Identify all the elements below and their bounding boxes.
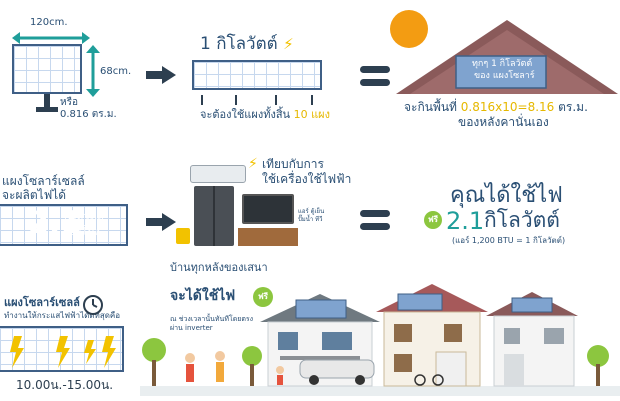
area-result-line2: ของหลังคานั่นเอง [458, 115, 549, 129]
or-label: หรือ [60, 97, 78, 108]
compare-line1: เทียบกับการ [262, 157, 324, 171]
kw-note-prefix: จะต้องใช้แผงทั้งสิ้น [200, 108, 291, 121]
arrow-right-icon [146, 66, 176, 88]
panel-title-line2: จะผลิตไฟได้ [2, 188, 67, 202]
area-result-value: 0.816x10=8.16 [460, 100, 555, 114]
houses-line3: ณ ช่วงเวลานั้นทันทีโดยตรง [170, 315, 254, 323]
kw-note: จะต้องใช้แผงทั้งสิ้น 10 แผง [200, 109, 330, 121]
result-value: 2.1 [446, 207, 485, 235]
water-pump-icon [176, 228, 190, 244]
arrow-right-icon [146, 213, 176, 235]
panel-title-line2: ทำงานให้กระแสไฟฟ้าได้ดีที่สุดคือ [4, 311, 121, 320]
clock-icon [82, 294, 104, 320]
panel-title-line1: แผงโซลาร์เซลล์ [2, 174, 85, 188]
result-title: คุณได้ใช้ไฟ [450, 183, 563, 208]
width-dimension-arrow [12, 29, 90, 44]
panel-title-line1: แผงโซลาร์เซลล์ [4, 296, 80, 309]
equals-icon [360, 210, 390, 230]
lightning-icon: ⚡ [283, 35, 294, 53]
panel-value: 2.1 [28, 206, 82, 241]
kw-note-count: 10 แผง [293, 108, 330, 121]
kw-title-text: 1 กิโลวัตต์ [200, 34, 278, 54]
free-badge: ฟรี [424, 211, 442, 229]
panel-unit-line2: /ชั่วโมง [64, 225, 100, 238]
refrigerator-icon [194, 186, 234, 246]
solar-panel-single [12, 44, 82, 94]
houses-line4: ผ่าน inverter [170, 324, 213, 332]
air-conditioner-icon [190, 165, 246, 183]
height-dimension-arrow [86, 45, 100, 97]
television-icon [242, 194, 294, 224]
width-label: 120cm. [30, 17, 68, 28]
appliance-note-line1: แอร์ ตู้เย็น [298, 208, 325, 215]
height-label: 68cm. [100, 66, 132, 77]
panel-stand [44, 94, 50, 108]
panel-array-legs [196, 90, 318, 105]
sun-icon [390, 10, 428, 48]
panel-unit-line1: กิโลวัตต์ [64, 210, 104, 223]
area-result-line1: จะกินพื้นที่ 0.816x10=8.16 ตร.ม. [404, 101, 588, 114]
roof-illustration [396, 18, 618, 94]
area-result-prefix: จะกินพื้นที่ [404, 100, 457, 114]
free-badge: ฟรี [253, 287, 273, 307]
kw-title: 1 กิโลวัตต์ ⚡ [200, 34, 294, 54]
houses-line2: จะได้ใช้ไฟ [170, 288, 236, 304]
compare-line2: ใช้เครื่องใช้ไฟฟ้า [262, 172, 352, 186]
lightning-icon: ⚡ [248, 156, 258, 172]
roof-text-line1: ทุกๆ 1 กิโลวัตต์ [472, 59, 533, 69]
roof-text-line2: ของ แผงโซลาร์ [474, 71, 535, 81]
tv-cabinet [238, 228, 298, 246]
area-label: 0.816 ตร.ม. [60, 109, 117, 120]
equals-icon [360, 66, 390, 86]
sunlight-bolts [8, 336, 120, 372]
solar-panel-array [192, 60, 322, 90]
result-note: (แอร์ 1,200 BTU = 1 กิโลวัตต์) [452, 236, 566, 245]
solar-panel-production [0, 204, 128, 246]
result-unit: กิโลวัตต์ [484, 208, 560, 232]
panel-base [36, 107, 58, 112]
houses-line1: บ้านทุกหลังของเสนา [170, 261, 268, 274]
houses-illustration [140, 272, 620, 396]
time-range: 10.00น.-15.00น. [16, 378, 114, 392]
area-result-unit: ตร.ม. [558, 100, 588, 114]
appliance-note-line2: ปั๊มน้ำ ทีวี [298, 216, 323, 223]
